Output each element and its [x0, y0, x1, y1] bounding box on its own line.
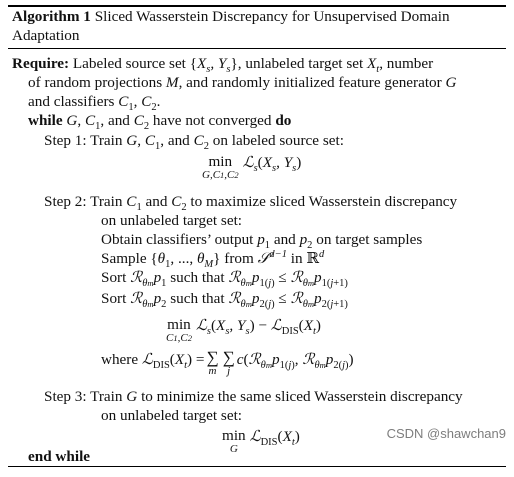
- require-line3: and classifiers C1, C2.: [28, 93, 161, 114]
- while-line: while G, C1, and C2 have not converged d…: [28, 112, 292, 133]
- step2-sample: Sample {θ1, ..., θM} from 𝒮d−1 in ℝd: [101, 248, 325, 271]
- top-rule: [8, 5, 506, 7]
- require-line2: of random projections M, and randomly in…: [28, 74, 457, 91]
- algorithm-title-line2: Adaptation: [12, 27, 80, 44]
- algorithm-label: Algorithm 1: [12, 8, 91, 25]
- step3-line2: on unlabeled target set:: [101, 407, 243, 424]
- step3-line1: Step 3: Train G to minimize the same sli…: [44, 388, 463, 405]
- end-while: end while: [28, 448, 91, 465]
- header-rule: [8, 48, 506, 49]
- bottom-rule: [8, 466, 506, 468]
- step2-where: where ℒDIS(Xt) = ∑m ∑j c(ℛθmp1(j), ℛθmp2…: [101, 348, 354, 377]
- step2-sort1: Sort ℛθmp1 such that ℛθmp1(j) ≤ ℛθmp1(j+…: [101, 268, 348, 290]
- algorithm-title-line1: Sliced Wasserstein Discrepancy for Unsup…: [94, 8, 450, 25]
- step1-line: Step 1: Train G, C1, and C2 on labeled s…: [44, 132, 344, 153]
- algorithm-title: Algorithm 1 Sliced Wasserstein Discrepan…: [12, 7, 504, 45]
- step2-line1: Step 2: Train C1 and C2 to maximize slic…: [44, 193, 458, 214]
- require-line1: Require: Labeled source set {Xs, Ys}, un…: [12, 55, 434, 76]
- step2-obtain: Obtain classifiers’ output p1 and p2 on …: [101, 231, 423, 252]
- step2-sort2: Sort ℛθmp2 such that ℛθmp2(j) ≤ ℛθmp2(j+…: [101, 289, 348, 311]
- step2-line2: on unlabeled target set:: [101, 212, 243, 229]
- watermark: CSDN @shawchan9: [386, 426, 506, 441]
